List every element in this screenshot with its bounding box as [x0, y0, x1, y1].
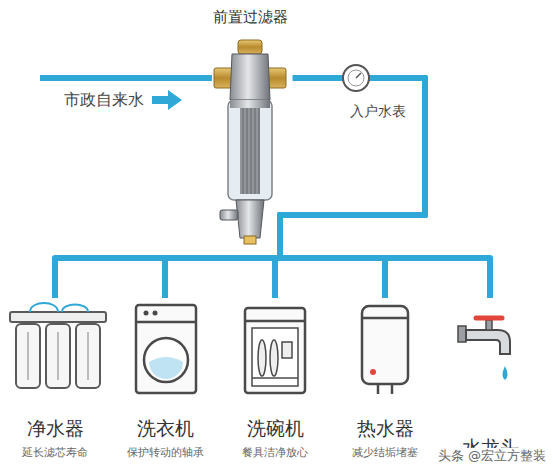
meter-pipe [368, 75, 415, 81]
node-caption: 减少结垢堵塞 [352, 446, 418, 460]
node-caption: 保护转动的轴承 [127, 446, 204, 460]
appliance-node: 洗碗机餐具洁净放心 [223, 298, 327, 466]
water-purifier [10, 303, 106, 388]
filter-node: 前置过滤器 [208, 6, 293, 248]
node-title: 入户水表 [350, 103, 406, 121]
water-pipe [293, 75, 344, 81]
washing-machine [136, 305, 196, 393]
pre-filter [214, 40, 286, 244]
node-title: 净水器 [27, 417, 84, 441]
water-pipe [280, 78, 425, 298]
appliance-node: 净水器延长滤芯寿命 [3, 298, 107, 466]
node-title: 前置过滤器 [213, 8, 288, 27]
appliance-node: 洗衣机保护转动的轴承 [113, 298, 217, 466]
node-caption: 餐具洁净放心 [242, 446, 308, 460]
faucet [458, 318, 510, 380]
node-caption: 延长滤芯寿命 [22, 446, 88, 460]
appliance-node: 水龙头 [440, 298, 540, 466]
source-label: 市政自来水 [62, 90, 146, 109]
node-title: 洗碗机 [247, 417, 304, 441]
meter-node: 入户水表 [343, 92, 413, 126]
dishwasher [245, 308, 305, 393]
water-pipe [275, 78, 425, 298]
node-title: 热水器 [357, 417, 414, 441]
appliance-node: 热水器减少结垢堵塞 [333, 298, 437, 466]
water-heater [362, 306, 408, 394]
watermark: 头条 @宏立方整装 [436, 448, 548, 464]
water-pipe [55, 78, 425, 298]
water-pipe [280, 78, 490, 298]
inlet-pipe [40, 75, 212, 81]
node-title: 洗衣机 [137, 417, 194, 441]
water-meter [343, 65, 369, 91]
flow-arrow [152, 90, 182, 110]
water-pipe [165, 78, 425, 298]
